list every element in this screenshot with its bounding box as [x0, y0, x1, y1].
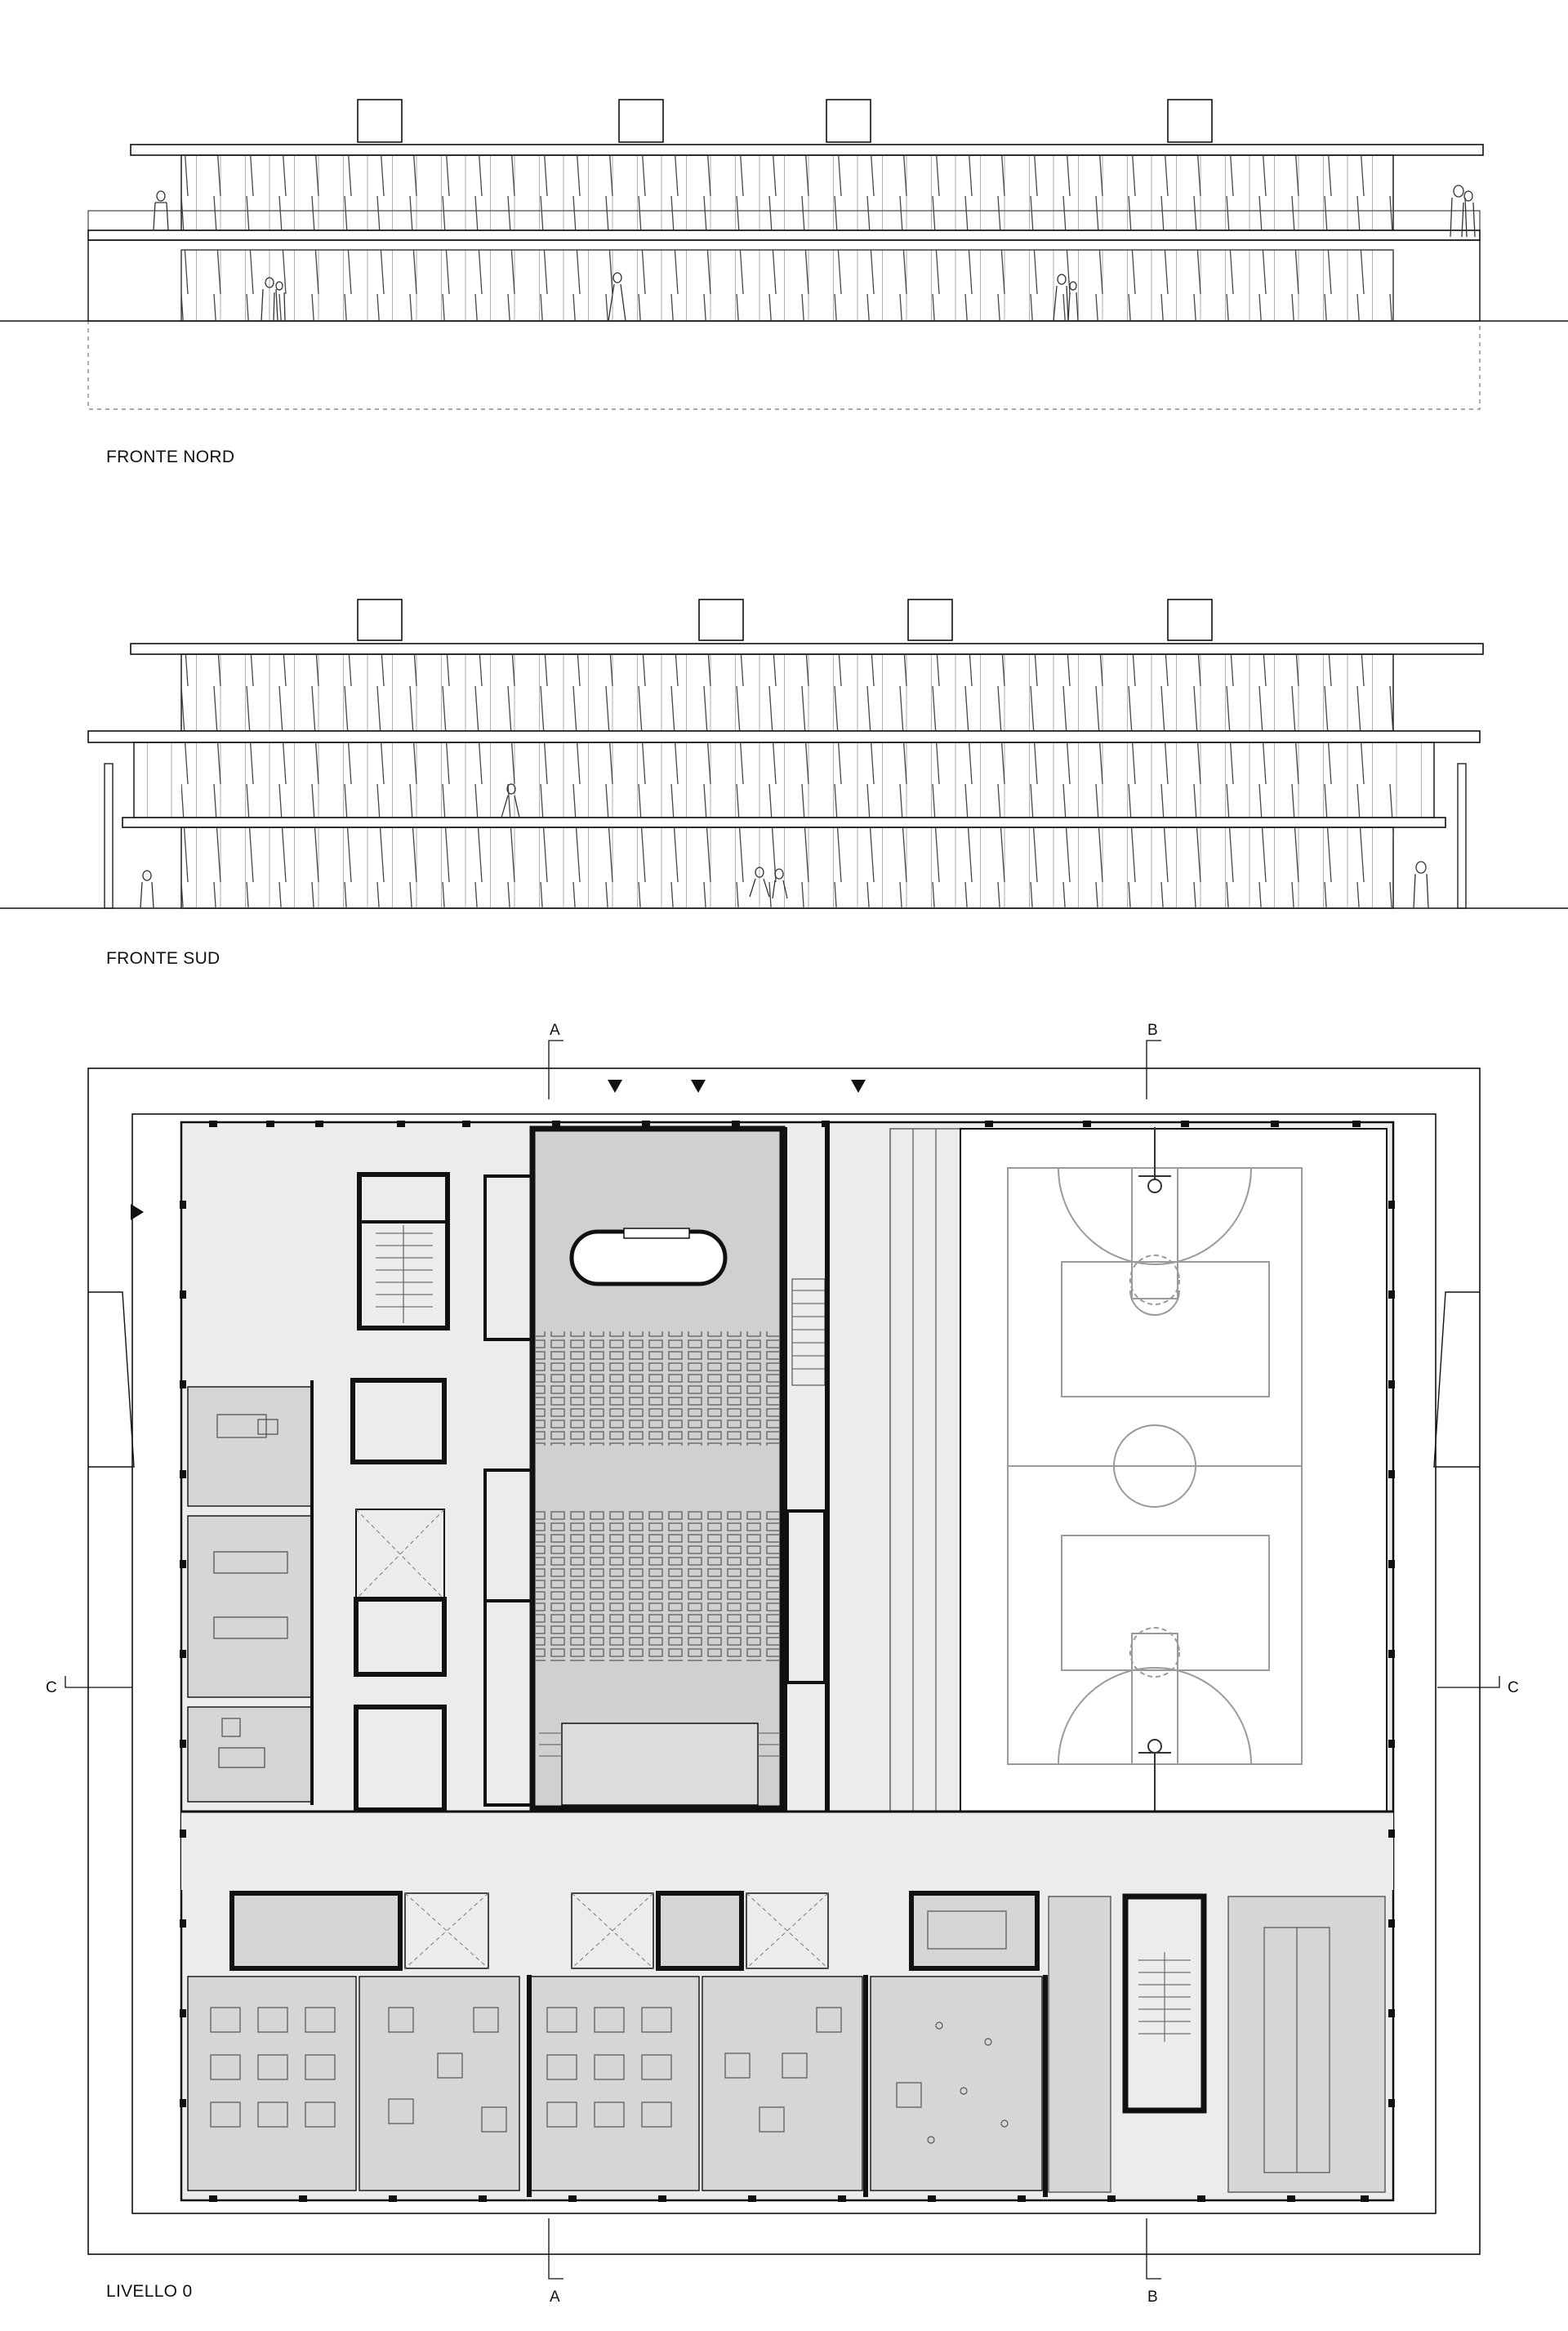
main-corridor [181, 1812, 1393, 1890]
roof-slab [130, 144, 1484, 156]
ground-floor-plan: A A B B C C [46, 1022, 1519, 2306]
people-figures [153, 185, 1476, 322]
triangle-down-icon [691, 1080, 706, 1093]
ramp [1433, 1291, 1480, 1468]
south-elevation [0, 599, 1568, 909]
south-elevation-label: FRONTE SUD [106, 949, 220, 968]
stage [569, 1229, 728, 1286]
room [229, 1891, 403, 1971]
column [1457, 763, 1467, 909]
triangle-right-icon [131, 1204, 144, 1220]
triangle-down-icon [851, 1080, 866, 1093]
section-marker-b: B [1147, 2289, 1158, 2306]
seating-block [536, 1509, 779, 1661]
room [1048, 1896, 1111, 2193]
toilets [350, 1378, 447, 1464]
classroom [702, 1976, 863, 2191]
roof-plant-box [1167, 599, 1213, 641]
room [187, 1515, 313, 1698]
roof-plant-box [826, 99, 871, 143]
roof-plant-box [357, 599, 403, 641]
basketball-court [1007, 1127, 1303, 1812]
floor-slab [87, 730, 1481, 743]
roof-plant-box [357, 99, 403, 143]
classroom [359, 1976, 520, 2191]
section-marker-c: C [1508, 1679, 1519, 1696]
gymnasium [960, 1128, 1388, 1812]
toilets [354, 1705, 447, 1812]
room [1227, 1896, 1386, 2193]
section-marker-a: A [550, 2289, 560, 2306]
toilets [354, 1597, 447, 1677]
building-outline [131, 1113, 1437, 2214]
basement-outline [87, 320, 1481, 410]
structural-columns [180, 1121, 1395, 2202]
section-marker-b: B [1147, 1022, 1158, 1039]
roof-plant-box [618, 99, 664, 143]
wall [782, 1127, 787, 1813]
classroom [187, 1976, 357, 2191]
triangle-down-icon [608, 1080, 622, 1093]
room [909, 1891, 1040, 1971]
room [187, 1386, 313, 1507]
roof-slab [130, 643, 1484, 655]
wall [825, 1127, 830, 1813]
classroom-furniture [210, 1910, 1330, 2173]
roof-plant-box [1167, 99, 1213, 143]
north-elevation-label: FRONTE NORD [106, 448, 235, 466]
roof-plant-box [907, 599, 953, 641]
north-elevation [0, 99, 1568, 410]
shaft [355, 1509, 445, 1600]
ramp [88, 1291, 135, 1468]
section-marker-a: A [550, 1022, 560, 1039]
section-marker-c: C [46, 1679, 57, 1696]
seating-block [536, 1331, 779, 1446]
stair-core [1122, 1893, 1207, 2114]
ground-floor-label: LIVELLO 0 [106, 2282, 193, 2301]
floor-slab [87, 230, 1481, 241]
classroom [870, 1976, 1043, 2191]
column [104, 763, 114, 909]
classroom [530, 1976, 700, 2191]
people-figures [140, 783, 1429, 909]
room [187, 1706, 313, 1803]
stage-platform [561, 1723, 759, 1806]
roof-plant-box [698, 599, 744, 641]
section-lines [65, 1040, 1500, 2280]
bleachers [889, 1128, 961, 1812]
floor-slab [122, 817, 1446, 828]
site-boundary [87, 1067, 1481, 2255]
room [656, 1891, 744, 1971]
